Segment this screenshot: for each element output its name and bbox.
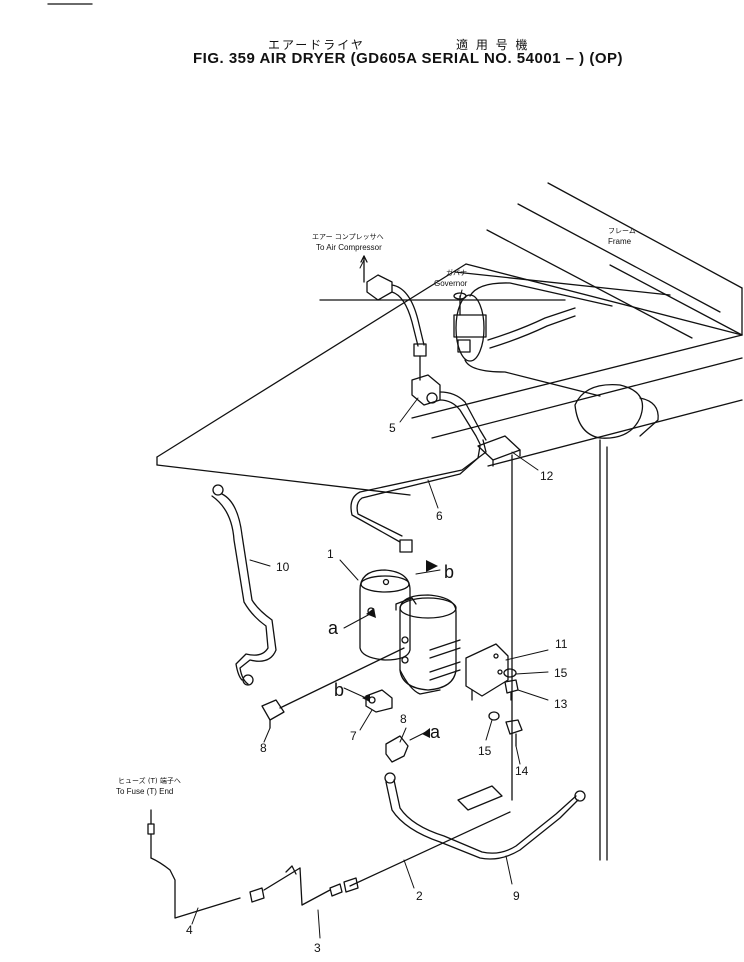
arrowheads [362,560,438,738]
check-valve-5 [411,374,487,445]
label-to-fuse: To Fuse (T) End [116,787,173,796]
harness-2 [329,811,511,897]
pipe-9 [384,772,586,860]
governor-pipe [487,307,576,341]
callout-9: 9 [513,889,520,903]
ref-a-dryer: a [328,618,339,638]
pipe-6 [350,439,487,553]
callout-3: 3 [314,941,321,955]
pipe-10 [211,484,277,686]
callout-1: 1 [327,547,334,561]
callout-15-right: 15 [554,666,568,680]
air-dryer [359,569,461,695]
label-frame: Frame [608,237,632,246]
ref-b-pipe: b [444,562,454,582]
japanese-applicability: 適 用 号 機 [456,38,530,52]
frame-structure [156,182,743,861]
callout-13: 13 [554,697,568,711]
label-compressor-jp: エアー コンプレッサへ [312,233,384,241]
clamp-bracket [457,785,503,811]
japanese-title: エアードライヤ [268,38,365,52]
bolt-14 [505,719,523,747]
elbow-8-center [385,735,409,763]
washer-15-right [503,668,517,678]
label-governor: Governor [434,279,468,288]
callout-11: 11 [555,637,568,651]
callout-5: 5 [389,421,396,435]
label-fuse-jp: ヒューズ (T) 端子へ [118,776,181,785]
air-tank [455,282,659,439]
ref-b-plug: b [334,680,344,700]
callout-8-left: 8 [260,741,267,755]
figure-title: FIG. 359 AIR DRYER (GD605A SERIAL NO. 54… [193,50,624,67]
ref-a-elbow: a [430,722,441,742]
callout-4: 4 [186,923,193,937]
elbow-8-left [261,699,285,729]
label-to-air-compressor: To Air Compressor [316,243,382,252]
governor [453,292,487,353]
mounting-plate-11 [465,643,509,701]
callout-7: 7 [350,729,357,743]
washer-15-lower [488,711,500,721]
callout-2: 2 [416,889,423,903]
callout-14: 14 [515,764,529,778]
callout-8-center: 8 [400,712,407,726]
harness-3-4 [147,809,331,919]
callout-6: 6 [436,509,443,523]
label-frame-jp: フレーム [608,227,636,235]
bracket-12 [477,435,521,467]
leader-lines [191,259,549,939]
label-governor-jp: ガバナ [446,268,467,277]
callout-12: 12 [540,469,554,483]
callout-10: 10 [276,560,290,574]
compressor-pipe [360,255,427,381]
callout-15-lower: 15 [478,744,492,758]
